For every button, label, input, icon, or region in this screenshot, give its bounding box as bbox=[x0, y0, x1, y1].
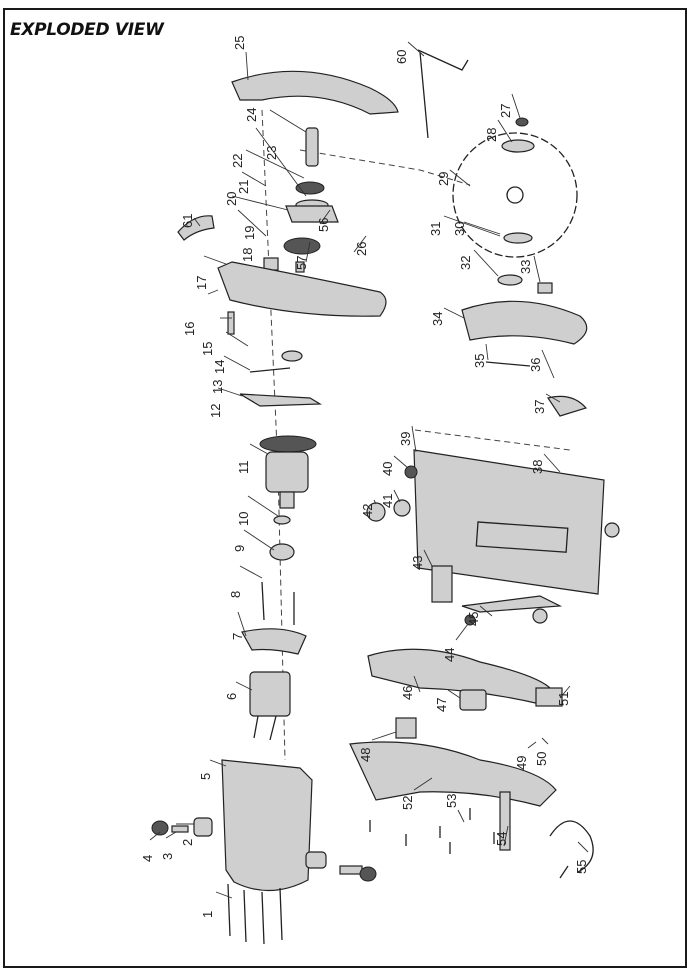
label-19: 19 bbox=[242, 226, 257, 240]
label-22: 22 bbox=[230, 154, 245, 168]
label-24: 24 bbox=[244, 108, 259, 122]
label-31: 31 bbox=[428, 222, 443, 236]
label-1: 1 bbox=[200, 911, 215, 918]
label-30: 30 bbox=[452, 222, 467, 236]
label-3: 3 bbox=[160, 853, 175, 860]
label-56: 56 bbox=[316, 218, 331, 232]
label-9: 9 bbox=[232, 545, 247, 552]
saw-blade bbox=[452, 132, 578, 258]
label-18: 18 bbox=[240, 248, 255, 262]
label-41: 41 bbox=[380, 494, 395, 508]
motor-housing bbox=[221, 759, 313, 892]
power-cord bbox=[549, 820, 594, 879]
label-54: 54 bbox=[494, 832, 509, 846]
label-17: 17 bbox=[194, 276, 209, 290]
label-37: 37 bbox=[532, 400, 547, 414]
handle-bottom bbox=[349, 741, 557, 807]
label-21: 21 bbox=[236, 180, 251, 194]
label-33: 33 bbox=[518, 260, 533, 274]
label-35: 35 bbox=[472, 354, 487, 368]
label-14: 14 bbox=[212, 360, 227, 374]
label-36: 36 bbox=[528, 358, 543, 372]
label-28: 28 bbox=[484, 128, 499, 142]
label-39: 39 bbox=[398, 432, 413, 446]
upper-guard-top bbox=[231, 70, 399, 115]
label-7: 7 bbox=[230, 633, 245, 640]
label-25: 25 bbox=[232, 36, 247, 50]
diagram-title: EXPLODED VIEW bbox=[10, 20, 164, 40]
label-61: 61 bbox=[180, 214, 195, 228]
handle-top bbox=[367, 648, 553, 705]
label-57: 57 bbox=[294, 256, 309, 270]
label-23: 23 bbox=[264, 146, 279, 160]
label-16: 16 bbox=[182, 322, 197, 336]
label-20: 20 bbox=[224, 192, 239, 206]
wrench bbox=[417, 49, 469, 139]
label-44: 44 bbox=[442, 648, 457, 662]
label-51: 51 bbox=[556, 692, 571, 706]
label-6: 6 bbox=[224, 693, 239, 700]
label-43: 43 bbox=[410, 556, 425, 570]
gear-housing bbox=[217, 261, 387, 317]
label-45: 45 bbox=[466, 612, 481, 626]
spindle bbox=[305, 127, 319, 167]
label-53: 53 bbox=[444, 794, 459, 808]
label-2: 2 bbox=[180, 839, 195, 846]
label-49: 49 bbox=[514, 756, 529, 770]
label-60: 60 bbox=[394, 50, 409, 64]
label-42: 42 bbox=[360, 504, 375, 518]
label-11: 11 bbox=[236, 461, 251, 475]
label-32: 32 bbox=[458, 256, 473, 270]
label-46: 46 bbox=[400, 686, 415, 700]
label-47: 47 bbox=[434, 698, 449, 712]
label-29: 29 bbox=[436, 172, 451, 186]
label-8: 8 bbox=[228, 591, 243, 598]
label-55: 55 bbox=[574, 860, 589, 874]
label-5: 5 bbox=[198, 773, 213, 780]
label-13: 13 bbox=[210, 380, 225, 394]
part-labels: 1 2 3 4 5 6 7 8 9 10 11 12 13 14 15 16 1… bbox=[140, 36, 589, 918]
label-34: 34 bbox=[430, 312, 445, 326]
label-27: 27 bbox=[498, 104, 513, 118]
label-15: 15 bbox=[200, 342, 215, 356]
label-10: 10 bbox=[236, 512, 251, 526]
label-50: 50 bbox=[534, 752, 549, 766]
label-52: 52 bbox=[400, 796, 415, 810]
label-40: 40 bbox=[380, 462, 395, 476]
label-38: 38 bbox=[530, 460, 545, 474]
lower-guard bbox=[461, 300, 588, 345]
base-plate bbox=[413, 449, 605, 595]
label-4: 4 bbox=[140, 855, 155, 862]
label-48: 48 bbox=[358, 748, 373, 762]
label-12: 12 bbox=[208, 404, 223, 418]
label-26: 26 bbox=[354, 242, 369, 256]
